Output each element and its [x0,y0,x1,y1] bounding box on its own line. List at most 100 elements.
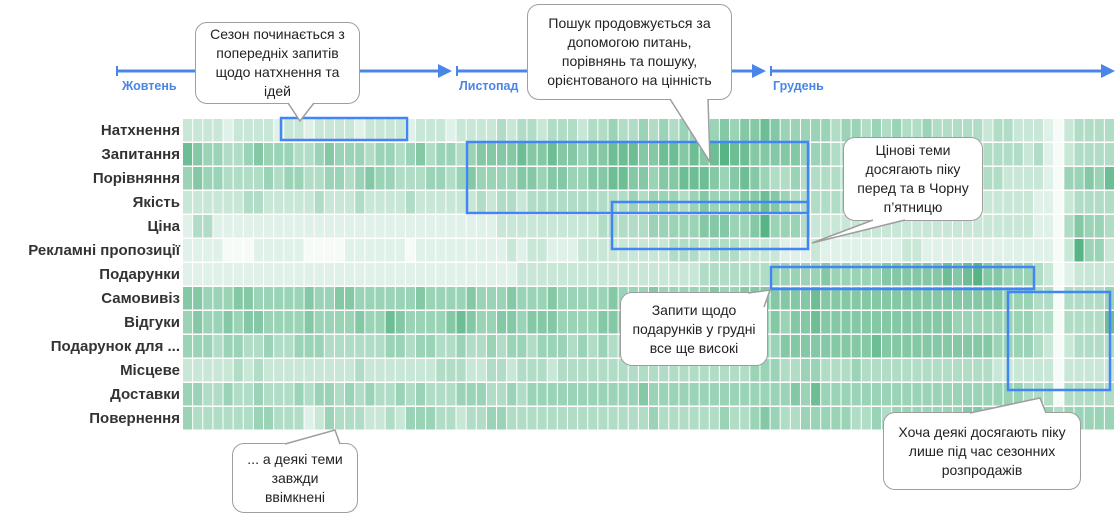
heatmap-cell [841,311,851,334]
heatmap-cell [1084,191,1094,214]
heatmap-cell [304,143,314,166]
heatmap-cell [993,335,1003,358]
heatmap-cell [264,287,274,310]
heatmap-cell [1094,119,1104,142]
heatmap-cell [790,167,800,190]
heatmap-cell [567,359,578,382]
heatmap-cell [476,215,486,238]
heatmap-cell [608,191,618,214]
heatmap-cell [770,263,780,286]
heatmap-cell [497,359,507,382]
heatmap-cell [618,191,628,214]
heatmap-cell [699,383,709,406]
heatmap-cell [284,383,294,406]
heatmap-cell [213,119,223,142]
heatmap-cell [426,167,436,190]
heatmap-cell [659,383,669,406]
heatmap-cell [861,335,871,358]
heatmap-cell [800,383,811,406]
heatmap-cell [355,119,365,142]
heatmap-cell [821,215,831,238]
heatmap-cell [183,383,193,406]
heatmap-cell [902,287,912,310]
heatmap-cell [284,215,294,238]
heatmap-cell [375,383,385,406]
heatmap-cell [547,215,557,238]
heatmap-cell [628,143,638,166]
heatmap-cell [892,311,902,334]
heatmap-cell [547,143,557,166]
heatmap-cell [638,143,648,166]
heatmap-cell [1094,143,1104,166]
heatmap-cell [699,359,709,382]
heatmap-cell [223,383,233,406]
heatmap-cell [294,263,304,286]
heatmap-cell [213,335,223,358]
heatmap-cell [1013,191,1023,214]
heatmap-cell [456,311,466,334]
heatmap-cell [932,287,942,310]
heatmap-cell [557,383,567,406]
heatmap-cell [740,383,750,406]
heatmap-cell [203,263,213,286]
heatmap-cell [952,335,963,358]
heatmap-cell [608,383,618,406]
heatmap-cell [1013,263,1023,286]
heatmap-cell [486,215,497,238]
heatmap-cell [669,143,679,166]
heatmap-cell [750,215,760,238]
heatmap-cell [416,335,426,358]
heatmap-cell [264,143,274,166]
heatmap-cell [902,335,912,358]
heatmap-cell [922,239,932,262]
heatmap-cell [912,287,922,310]
heatmap-cell [588,383,598,406]
heatmap-cell [517,407,527,430]
heatmap-cell [375,311,385,334]
heatmap-cell [780,119,790,142]
heatmap-cell [851,239,861,262]
heatmap-cell [426,359,436,382]
heatmap-cell [294,119,304,142]
heatmap-cell [466,311,476,334]
heatmap-cell [699,191,709,214]
heatmap-cell [689,383,699,406]
heatmap-cell [507,287,517,310]
heatmap-cell [324,335,334,358]
heatmap-cell [719,143,730,166]
heatmap-cell [1003,335,1013,358]
heatmap-cell [405,287,415,310]
heatmap-cell [405,359,415,382]
heatmap-cell [861,263,871,286]
heatmap-cell [831,119,841,142]
heatmap-cell [567,383,578,406]
heatmap-cell [193,191,203,214]
heatmap-cell [183,287,193,310]
heatmap-cell [284,143,294,166]
heatmap-cell [973,263,983,286]
heatmap-cell [770,167,780,190]
heatmap-cell [294,143,304,166]
heatmap-cell [517,335,527,358]
heatmap-cell [689,215,699,238]
heatmap-cell [902,383,912,406]
heatmap-cell [486,119,497,142]
heatmap-cell [567,407,578,430]
heatmap-cell [557,143,567,166]
heatmap-cell [1074,119,1084,142]
heatmap-cell [517,167,527,190]
heatmap-cell [618,383,628,406]
heatmap-cell [355,287,365,310]
heatmap-cell [638,215,648,238]
heatmap-cell [294,215,304,238]
heatmap-cell [537,191,547,214]
heatmap-cell [193,215,203,238]
heatmap-cell [1074,335,1084,358]
heatmap-cell [264,119,274,142]
heatmap-cell [365,383,375,406]
heatmap-cell [304,287,314,310]
heatmap-cell [699,167,709,190]
heatmap-cell [436,383,446,406]
heatmap-cell [294,335,304,358]
heatmap-cell [983,239,993,262]
